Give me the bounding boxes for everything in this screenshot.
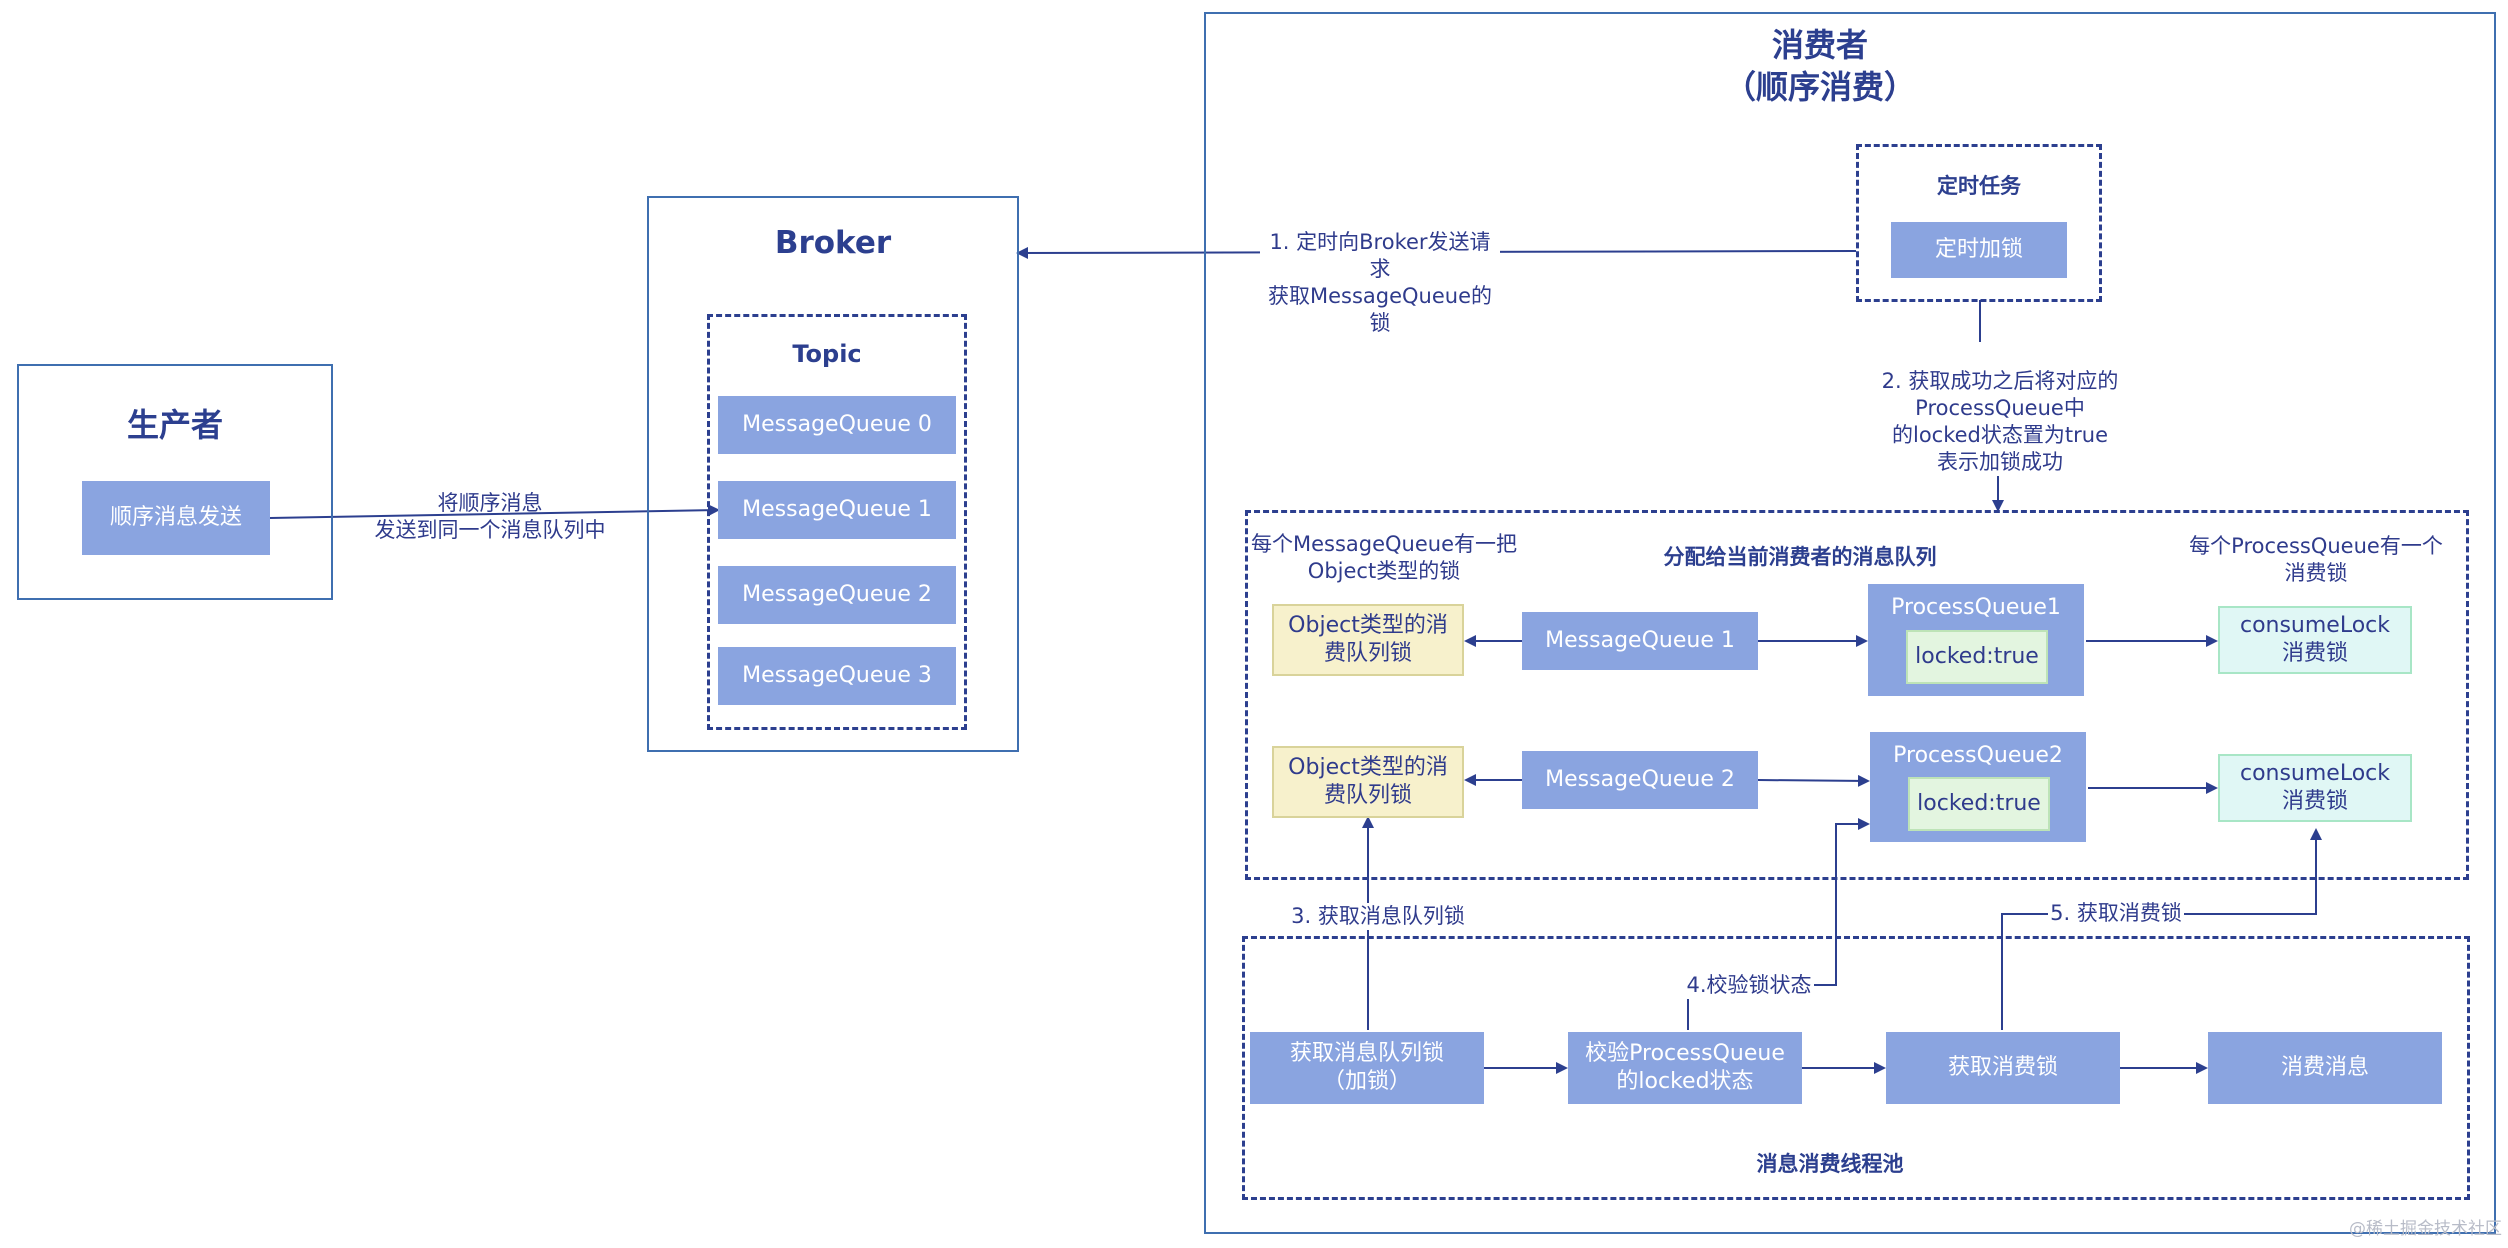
broker-mq1[interactable]: MessageQueue 1 — [718, 481, 956, 539]
arrow-mq2-to-pq2 — [1757, 774, 1870, 787]
producer-send-node[interactable]: 顺序消息发送 — [82, 481, 270, 555]
step1-label: 1. 定时向Broker发送请求 获取MessageQueue的锁 — [1260, 229, 1500, 337]
pool-check-locked[interactable]: 校验ProcessQueue 的locked状态 — [1568, 1032, 1802, 1104]
broker-mq0[interactable]: MessageQueue 0 — [718, 396, 956, 454]
timer-lock-node[interactable]: 定时加锁 — [1891, 222, 2067, 278]
assigned-queues-box — [1245, 510, 2469, 880]
broker-title: Broker — [774, 225, 892, 261]
note-pq-lock: 每个ProcessQueue有一个 消费锁 — [2189, 534, 2443, 585]
step4-label: 4.校验锁状态 — [1684, 972, 1814, 999]
producer-box — [17, 364, 333, 600]
consume-lock-2[interactable]: consumeLock 消费锁 — [2218, 754, 2412, 822]
process-queue-1-label: ProcessQueue1 — [1891, 595, 2061, 620]
topic-box — [707, 314, 967, 730]
broker-mq3[interactable]: MessageQueue 3 — [718, 647, 956, 705]
consume-lock-1[interactable]: consumeLock 消费锁 — [2218, 606, 2412, 674]
broker-box — [647, 196, 1019, 752]
locked-status-1: locked:true — [1906, 630, 2048, 684]
pool-consume-message[interactable]: 消费消息 — [2208, 1032, 2442, 1104]
object-lock-2[interactable]: Object类型的消 费队列锁 — [1272, 746, 1464, 818]
consumer-box — [1204, 12, 2496, 1234]
producer-title: 生产者 — [126, 406, 223, 444]
note-mq-lock: 每个MessageQueue有一把 Object类型的锁 — [1250, 532, 1518, 583]
arrow-producer-to-mq1 — [269, 504, 720, 519]
broker-mq2[interactable]: MessageQueue 2 — [718, 566, 956, 624]
step2-label: 2. 获取成功之后将对应的 ProcessQueue中 的locked状态置为t… — [1840, 368, 2160, 476]
arrow-step4 — [1687, 818, 1870, 1030]
producer-arrow-label: 将顺序消息 发送到同一个消息队列中 — [374, 491, 606, 542]
consumer-mq1[interactable]: MessageQueue 1 — [1522, 612, 1758, 670]
thread-pool-title: 消息消费线程池 — [1756, 1152, 1904, 1176]
timer-task-title: 定时任务 — [1937, 174, 2021, 198]
pool-get-queue-lock[interactable]: 获取消息队列锁 （加锁） — [1250, 1032, 1484, 1104]
pool-get-consume-lock[interactable]: 获取消费锁 — [1886, 1032, 2120, 1104]
watermark: @稀土掘金技术社区 — [2349, 1219, 2502, 1239]
topic-title: Topic — [792, 340, 862, 368]
step3-label: 3. 获取消息队列锁 — [1278, 903, 1478, 930]
timer-task-box — [1856, 144, 2102, 302]
consumer-mq2[interactable]: MessageQueue 2 — [1522, 751, 1758, 809]
locked-status-2: locked:true — [1908, 777, 2050, 831]
thread-pool-box — [1242, 936, 2470, 1200]
assigned-queues-title: 分配给当前消费者的消息队列 — [1663, 545, 1937, 569]
consumer-title: 消费者 （顺序消费） — [1723, 26, 1916, 106]
object-lock-1[interactable]: Object类型的消 费队列锁 — [1272, 604, 1464, 676]
process-queue-2-label: ProcessQueue2 — [1893, 743, 2063, 768]
step5-label: 5. 获取消费锁 — [2048, 900, 2184, 927]
